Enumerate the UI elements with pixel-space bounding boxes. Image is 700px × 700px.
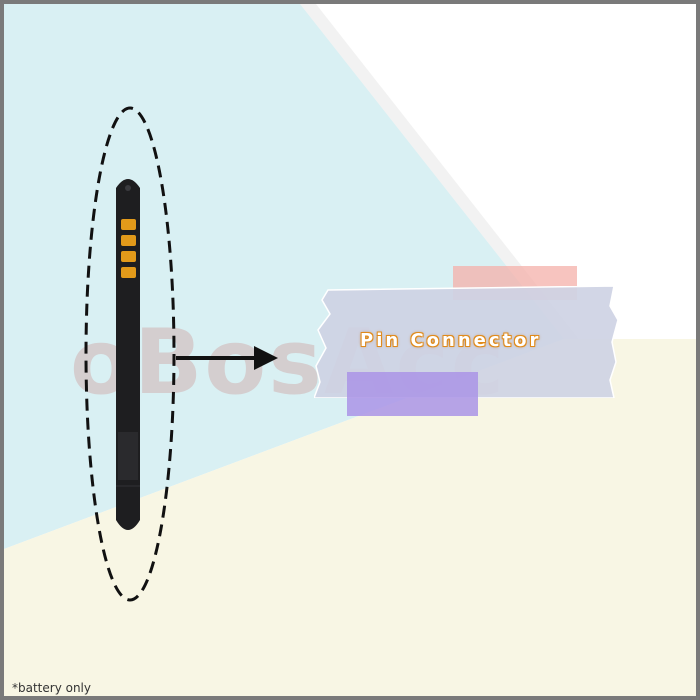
background-fold-shadow bbox=[300, 4, 579, 339]
contact-pin-4 bbox=[121, 267, 136, 278]
contact-pin-2 bbox=[121, 235, 136, 246]
right-arrow-icon bbox=[176, 346, 278, 370]
battery-only-footnote: *battery only bbox=[12, 681, 91, 695]
contact-pin-1 bbox=[121, 219, 136, 230]
purple-tape-strip bbox=[347, 372, 478, 416]
contact-pin-3 bbox=[121, 251, 136, 262]
dashed-highlight-ellipse bbox=[84, 106, 176, 602]
background-blue-panel bbox=[4, 4, 564, 549]
label-tape bbox=[314, 286, 618, 398]
battery-latch bbox=[118, 432, 138, 480]
battery-image bbox=[116, 179, 140, 530]
background-cream-panel bbox=[4, 339, 696, 696]
battery-screw-hole bbox=[125, 185, 131, 191]
pin-connector-label: Pin Connector bbox=[360, 330, 542, 351]
